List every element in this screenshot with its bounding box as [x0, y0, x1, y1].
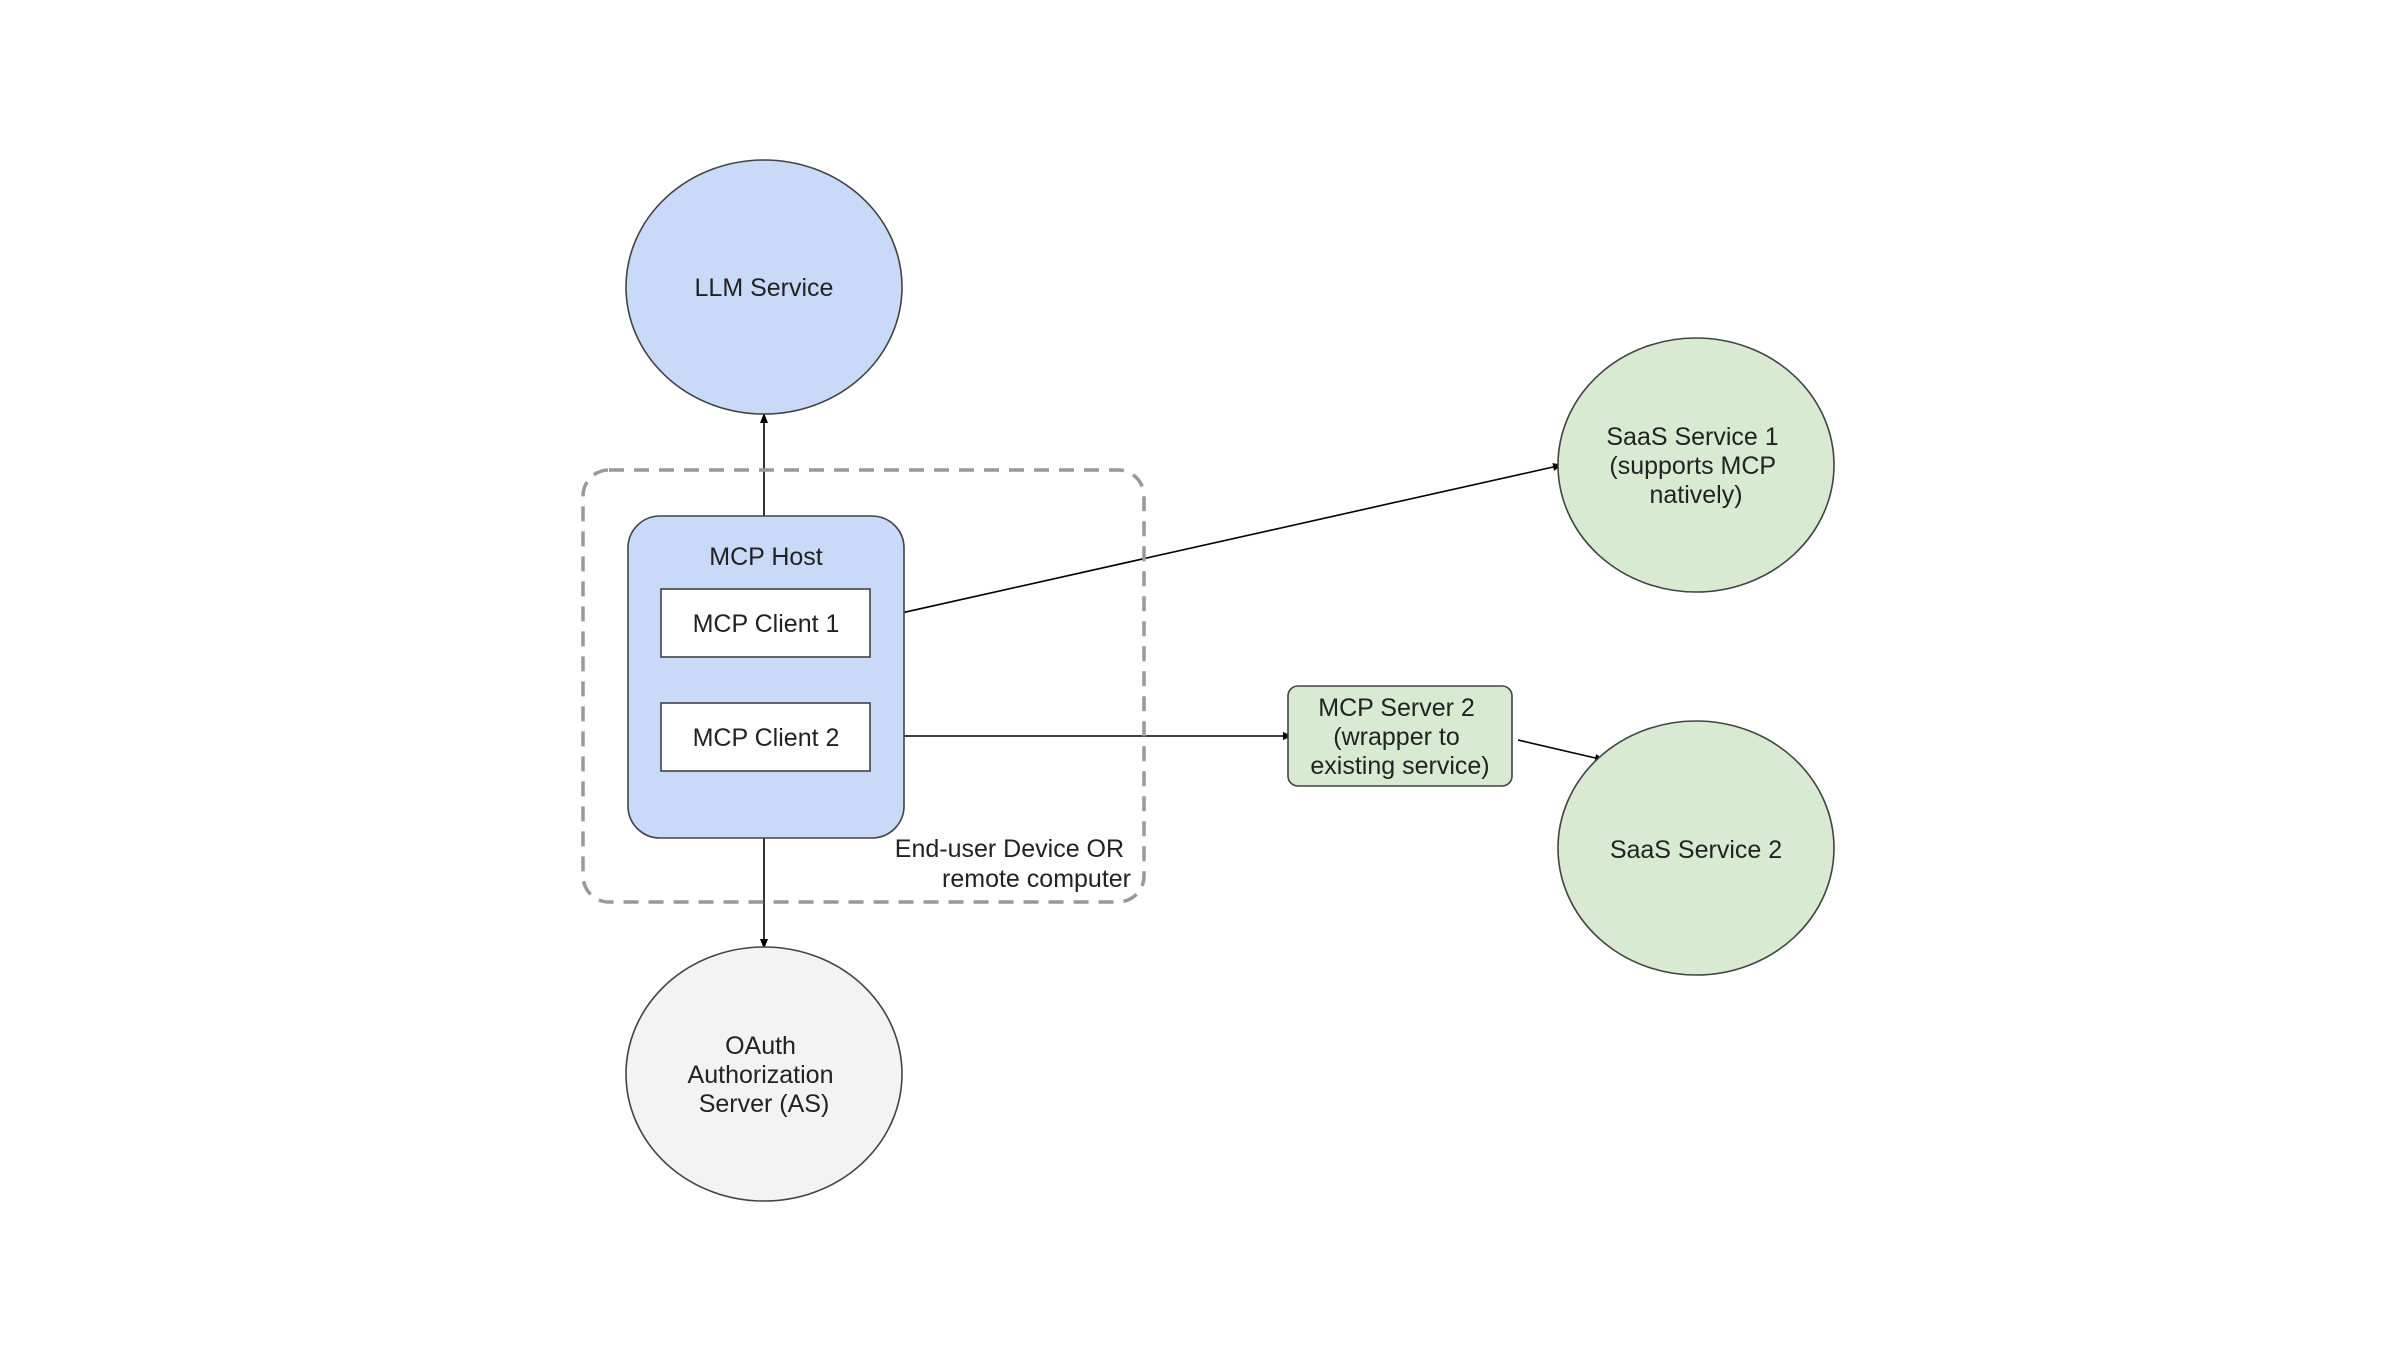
saas-service-1-label-line-3: natively)	[1649, 481, 1742, 509]
mcp-client-1-label: MCP Client 1	[693, 610, 840, 638]
connector-client1-to-saas1	[869, 463, 1563, 621]
mcp-server-2-label-line-1: MCP Server 2	[1318, 694, 1475, 722]
mcp-client-2-box	[660, 702, 871, 772]
device-boundary	[581, 468, 1146, 904]
device-boundary-label-line-1: End-user Device OR	[895, 835, 1124, 863]
connector-mcp-server2-to-saas2	[1517, 739, 1605, 762]
saas-service-2-node	[1557, 720, 1835, 976]
llm-service-label: LLM Service	[695, 274, 834, 302]
mcp-server-2-label-line-3: existing service)	[1310, 752, 1489, 780]
mcp-client-2-label: MCP Client 2	[693, 724, 840, 752]
mcp-client-1-box	[660, 588, 871, 658]
mcp-server-2-label: MCP Server 2 (wrapper to existing servic…	[1310, 694, 1489, 780]
oauth-server-node	[625, 946, 903, 1202]
saas-service-1-node	[1557, 337, 1835, 593]
oauth-server-label-line-2: Authorization	[688, 1061, 834, 1089]
saas-service-1-label: SaaS Service 1 (supports MCP natively)	[1606, 423, 1785, 509]
mcp-server-2-label-line-2: (wrapper to	[1333, 723, 1459, 751]
mcp-server-2-box	[1287, 685, 1513, 787]
saas-service-1-label-line-1: SaaS Service 1	[1606, 423, 1778, 451]
oauth-server-label-line-1: OAuth	[725, 1032, 796, 1060]
llm-service-node	[625, 159, 903, 415]
oauth-server-label: OAuth Authorization Server (AS)	[688, 1032, 841, 1118]
saas-service-1-label-line-2: (supports MCP	[1609, 452, 1775, 480]
saas-service-2-label: SaaS Service 2	[1610, 836, 1782, 864]
device-boundary-label-line-2: remote computer	[942, 865, 1131, 893]
device-boundary-label: End-user Device OR remote computer	[895, 835, 1131, 893]
mcp-host-label: MCP Host	[709, 543, 823, 571]
oauth-server-label-line-3: Server (AS)	[699, 1090, 830, 1118]
